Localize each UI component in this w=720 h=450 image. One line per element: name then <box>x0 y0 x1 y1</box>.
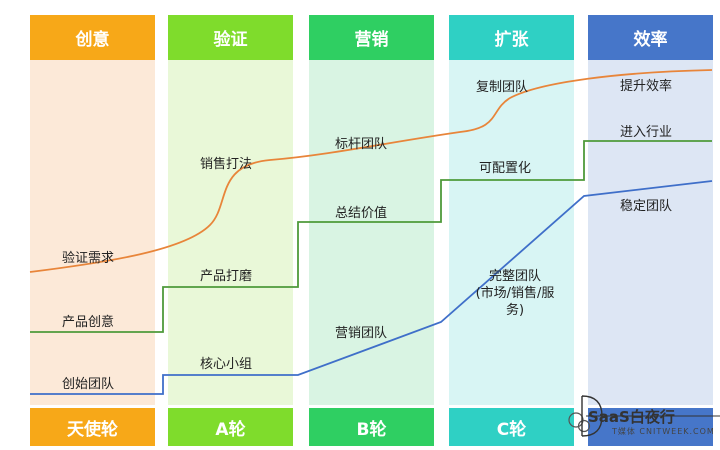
round-footer-b: B轮 <box>309 408 434 446</box>
label-marketing-team: 营销团队 <box>335 326 388 341</box>
label-product-polish: 产品打磨 <box>200 269 253 284</box>
orange-progression-curve <box>29 69 713 273</box>
column-bg-validation <box>168 60 293 405</box>
label-core-group: 核心小组 <box>200 357 253 372</box>
column-header-efficiency: 效率 <box>588 15 713 60</box>
round-footer-angel: 天使轮 <box>30 408 155 446</box>
label-validate-demand: 验证需求 <box>62 251 115 266</box>
column-header-idea: 创意 <box>30 15 155 60</box>
label-full-team: 完整团队(市场/销售/服务) <box>475 269 555 318</box>
label-benchmark-team: 标杆团队 <box>335 137 388 152</box>
label-founding-team: 创始团队 <box>62 377 115 392</box>
label-product-idea: 产品创意 <box>62 315 115 330</box>
column-header-expansion: 扩张 <box>449 15 574 60</box>
column-header-marketing: 营销 <box>309 15 434 60</box>
round-footer-a: A轮 <box>168 408 293 446</box>
label-replicate-team: 复制团队 <box>476 80 529 95</box>
label-stable-team: 稳定团队 <box>620 199 673 214</box>
round-footer-last <box>588 408 713 446</box>
column-bg-efficiency <box>588 60 713 405</box>
column-bg-expansion <box>449 60 574 405</box>
watermark-text: SaaS白夜行 <box>588 408 675 426</box>
green-step-line <box>30 140 712 333</box>
label-enter-industry: 进入行业 <box>620 125 673 140</box>
blue-growth-line <box>30 180 713 395</box>
watermark-subtext: T媒体 CNITWEEK.COM <box>612 427 715 436</box>
column-header-validation: 验证 <box>168 15 293 60</box>
column-bg-idea <box>30 60 155 405</box>
label-improve-efficiency: 提升效率 <box>620 79 673 94</box>
label-summarize-value: 总结价值 <box>335 206 388 221</box>
round-footer-c: C轮 <box>449 408 574 446</box>
label-configurable: 可配置化 <box>479 161 532 176</box>
watermark-logo <box>568 395 720 437</box>
label-sales-playbook: 销售打法 <box>200 157 253 172</box>
